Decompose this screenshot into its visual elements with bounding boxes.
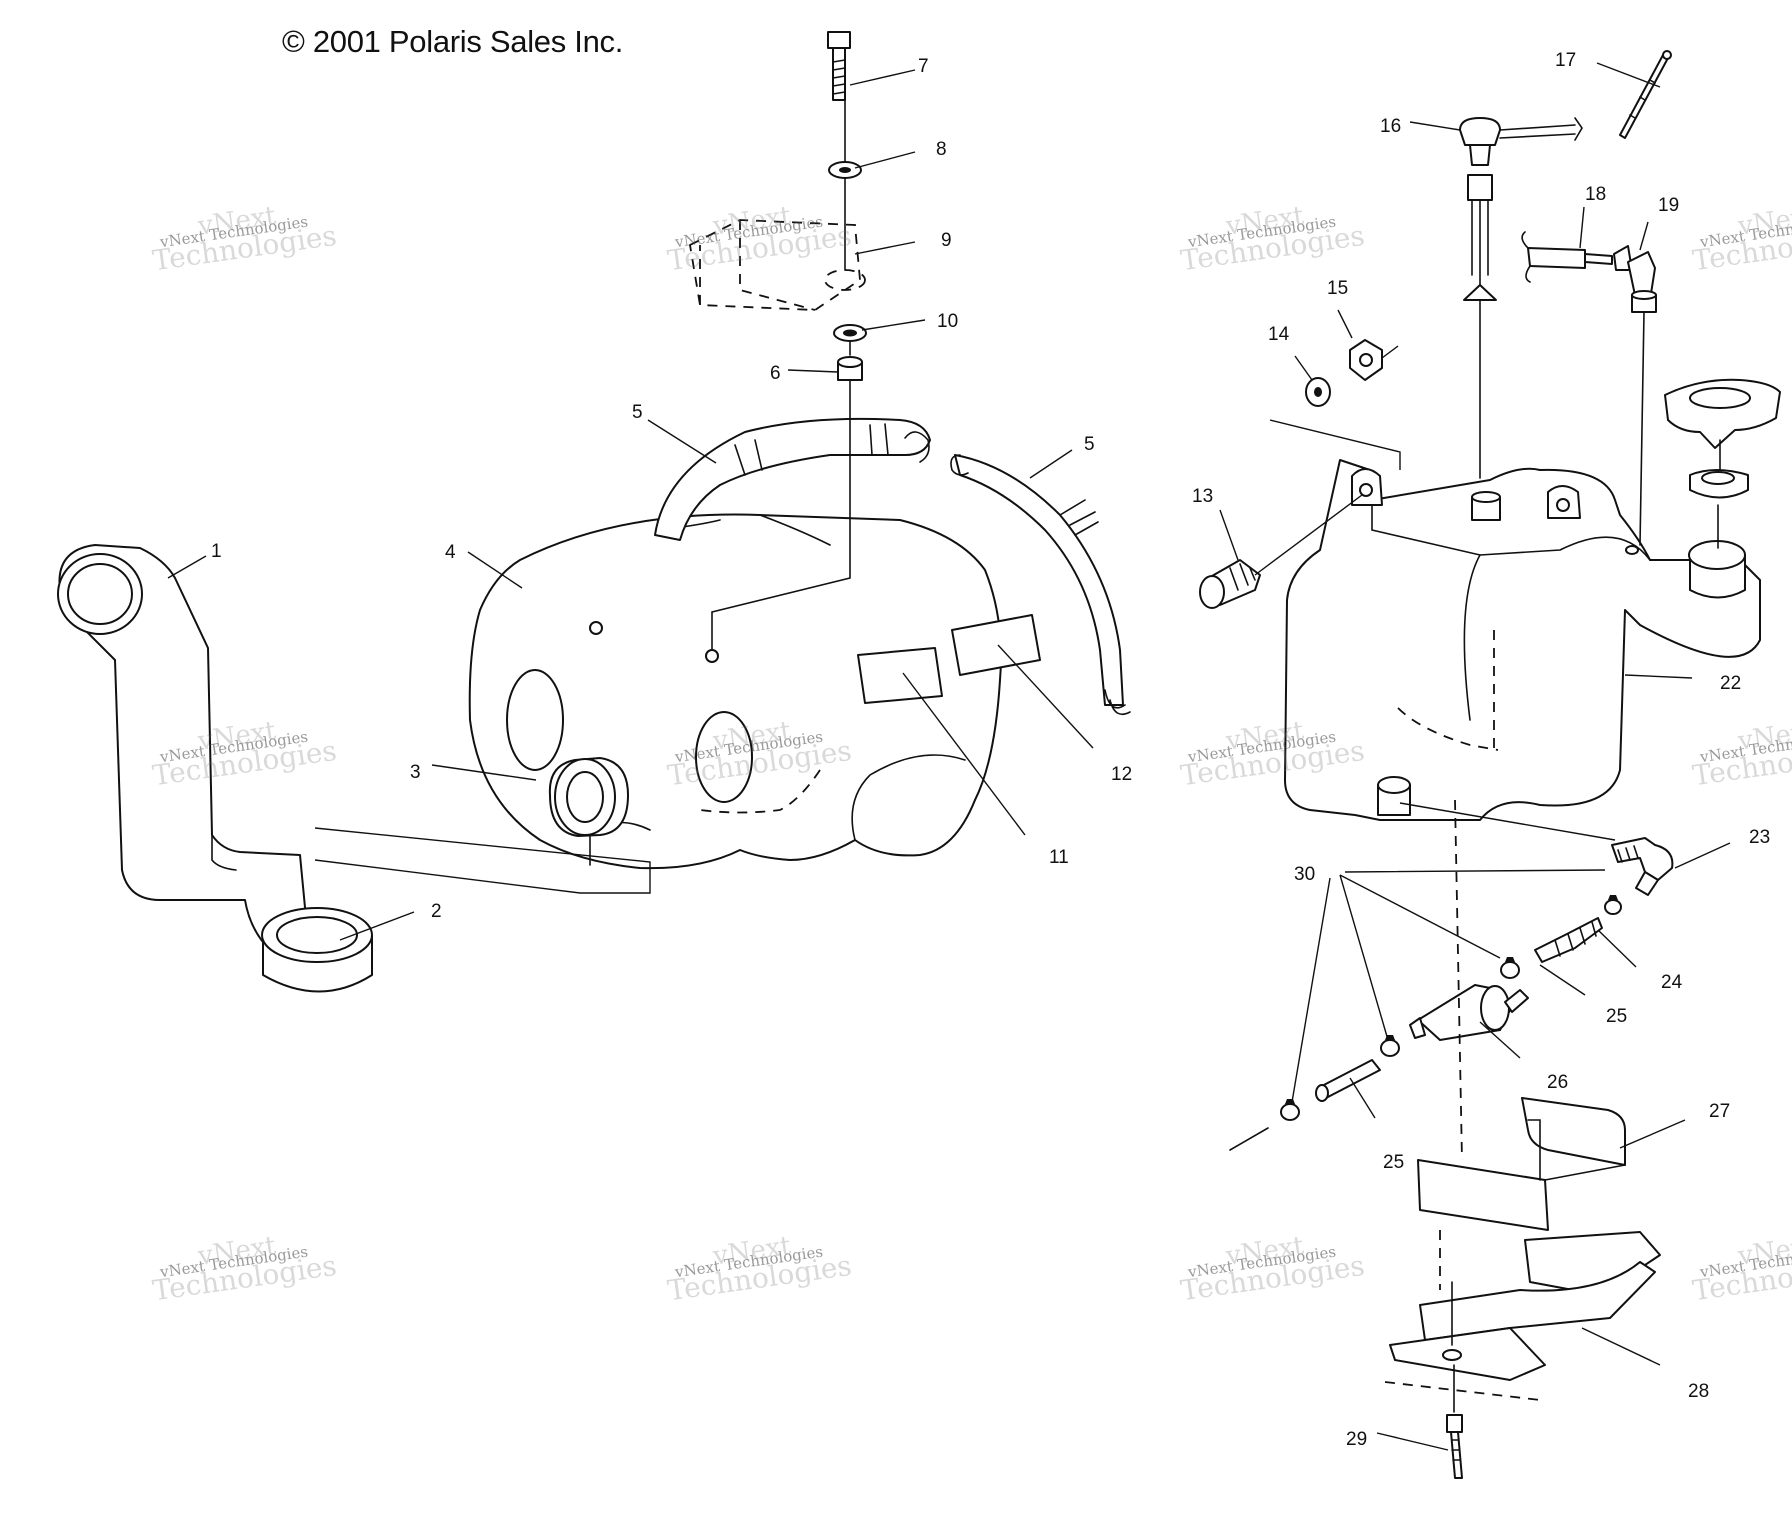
callout-18: 18 xyxy=(1585,184,1606,205)
callout-12: 12 xyxy=(1111,764,1132,785)
part-13-bolt xyxy=(1199,494,1363,609)
callout-16: 16 xyxy=(1380,116,1401,137)
part-15-nut xyxy=(1349,339,1399,381)
part-9-bracket xyxy=(689,219,866,311)
part-14-washer xyxy=(1305,377,1331,407)
assembly-line-top xyxy=(1269,419,1401,470)
part-22-reservoir-tank xyxy=(1284,459,1761,821)
hose-end-line xyxy=(1229,1127,1269,1151)
part-16-sensor xyxy=(1459,117,1583,479)
callout-19: 19 xyxy=(1658,195,1679,216)
part-17-dipstick xyxy=(1619,50,1672,139)
part-18-hose xyxy=(1521,231,1613,283)
part-2-grommet xyxy=(261,907,373,993)
part-3-grommet xyxy=(548,757,629,837)
callout-30: 30 xyxy=(1294,864,1315,885)
callout-27: 27 xyxy=(1709,1101,1730,1122)
centerline-dashed xyxy=(1439,799,1463,1290)
callout-29: 29 xyxy=(1346,1429,1367,1450)
callout-9: 9 xyxy=(941,230,952,251)
part-1-filler-tube xyxy=(57,544,311,961)
callout-5b: 5 xyxy=(1084,434,1095,455)
part-5-hose-right xyxy=(950,454,1131,716)
assembly-line-outlet xyxy=(1399,802,1616,841)
callout-17: 17 xyxy=(1555,50,1576,71)
callout-4: 4 xyxy=(445,542,456,563)
callout-15: 15 xyxy=(1327,278,1348,299)
callout-13: 13 xyxy=(1192,486,1213,507)
callout-25b: 25 xyxy=(1383,1152,1404,1173)
callout-1: 1 xyxy=(211,541,222,562)
assembly-line-cap xyxy=(711,99,851,651)
part-24-filter-in xyxy=(1534,917,1603,963)
callout-22: 22 xyxy=(1720,673,1741,694)
part-26-fuel-filter xyxy=(1409,984,1529,1041)
callout-8: 8 xyxy=(936,139,947,160)
callout-11: 11 xyxy=(1049,847,1069,868)
leader-lines xyxy=(167,62,1731,1451)
pad-outline xyxy=(314,827,651,894)
part-8-washer xyxy=(828,161,862,179)
copyright-text: © 2001 Polaris Sales Inc. xyxy=(282,24,624,59)
part-23-elbow xyxy=(1611,837,1674,896)
part-7-bolt xyxy=(827,31,851,101)
part-30-leaders xyxy=(1291,869,1606,1103)
part-10-washer xyxy=(833,324,867,342)
part-6-grommet xyxy=(837,356,863,381)
part-25-hose-lower xyxy=(1315,1059,1381,1102)
callout-3: 3 xyxy=(410,762,421,783)
part-27-strap xyxy=(1417,1097,1626,1231)
callout-7: 7 xyxy=(918,56,929,77)
callout-10: 10 xyxy=(937,311,958,332)
callout-5a: 5 xyxy=(632,402,643,423)
callout-24: 24 xyxy=(1661,972,1683,993)
callout-26: 26 xyxy=(1547,1072,1568,1093)
callout-14: 14 xyxy=(1268,324,1290,345)
part-30-clamps xyxy=(1280,895,1622,1121)
callout-numbers: 1 2 3 4 5 5 6 7 8 9 10 11 12 13 14 15 16… xyxy=(211,50,1770,1450)
filler-cap xyxy=(1664,378,1781,549)
callout-6: 6 xyxy=(770,363,781,384)
callout-25a: 25 xyxy=(1606,1006,1627,1027)
callout-28: 28 xyxy=(1688,1381,1709,1402)
callout-23: 23 xyxy=(1749,827,1770,848)
part-29-bolt xyxy=(1446,1281,1463,1479)
callout-2: 2 xyxy=(431,901,442,922)
part-19-fitting xyxy=(1613,245,1657,546)
part-5-hose-left xyxy=(654,417,931,541)
part-28-bracket xyxy=(1384,1231,1661,1401)
